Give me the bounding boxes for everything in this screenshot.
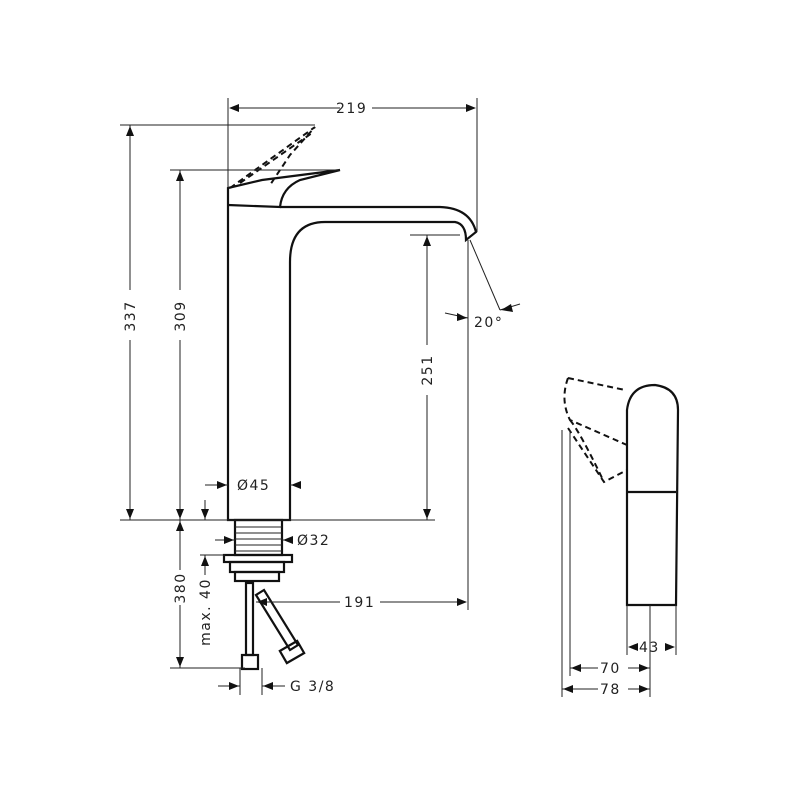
dim-251: 251 (420, 354, 436, 385)
dim-219: 219 (336, 101, 367, 117)
lever-side-view (563, 377, 680, 607)
dim-78: 78 (600, 682, 621, 698)
dim-diameter-32: Ø32 (297, 533, 330, 549)
shank (222, 518, 306, 671)
dim-diameter-45: Ø45 (237, 478, 270, 494)
dim-max-40: max. 40 (198, 578, 214, 646)
dim-g-3-8: G 3/8 (290, 679, 335, 695)
dim-337: 337 (123, 300, 139, 331)
dim-70: 70 (600, 661, 621, 677)
dim-20-degrees: 20° (474, 315, 503, 331)
arrowheads (126, 104, 675, 693)
dim-191: 191 (344, 595, 375, 611)
dim-309: 309 (173, 300, 189, 331)
faucet-body (226, 126, 478, 522)
dim-380: 380 (173, 572, 189, 603)
dim-43: 43 (639, 640, 660, 656)
